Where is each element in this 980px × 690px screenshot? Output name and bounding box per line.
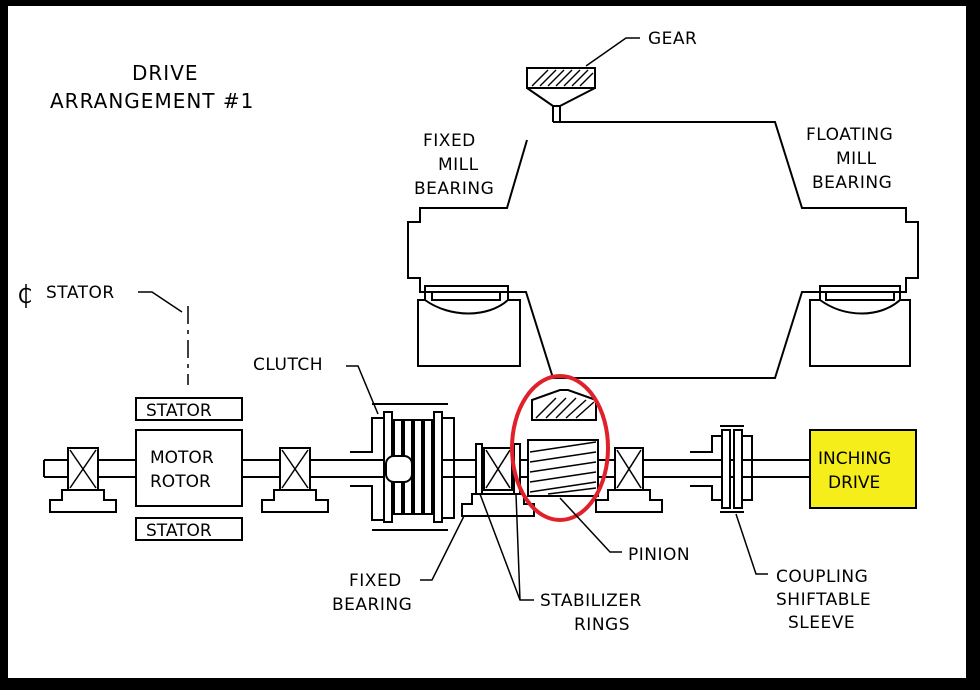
fixed-mill-bearing	[417, 285, 521, 367]
bearing-4	[595, 447, 663, 513]
gear-top	[526, 67, 596, 107]
fixed-bearing-leader	[420, 515, 465, 581]
stator-top-label: STATOR	[146, 401, 212, 421]
bearing-1	[49, 447, 117, 513]
stabilizer-label-2: RINGS	[574, 615, 630, 635]
coupling-label-3: SLEEVE	[788, 613, 855, 633]
inching-drive-box	[809, 429, 917, 509]
gear-label: GEAR	[648, 29, 697, 49]
motor-rotor	[135, 429, 243, 507]
cl-stator-label: STATOR	[46, 283, 115, 303]
bearing-2	[261, 447, 329, 513]
coupling-leader	[735, 513, 768, 575]
fixed-mill-label-1: FIXED	[423, 131, 476, 151]
title-line-2: ARRANGEMENT #1	[50, 89, 254, 113]
pinion-label: PINION	[628, 545, 690, 565]
floating-mill-label-2: MILL	[836, 149, 877, 169]
clutch-leader	[346, 365, 379, 415]
mill-shell	[407, 106, 919, 379]
motor-rotor-label-1: MOTOR	[150, 448, 214, 468]
fixed-bearing-label-1: FIXED	[349, 571, 402, 591]
coupling	[690, 425, 753, 513]
clutch	[350, 403, 455, 531]
inching-drive-label-1: INCHING	[818, 449, 891, 469]
clutch-label: CLUTCH	[253, 355, 323, 375]
stator-bottom-label: STATOR	[146, 521, 212, 541]
stator-top	[135, 397, 243, 421]
stator-bottom	[135, 517, 243, 541]
cl-stator-leader	[138, 291, 183, 313]
pinion	[527, 389, 599, 497]
title-line-1: DRIVE	[132, 61, 199, 85]
gear-leader	[585, 37, 640, 67]
fixed-bearing-label-2: BEARING	[332, 595, 412, 615]
motor-rotor-label-2: ROTOR	[150, 472, 211, 492]
fixed-mill-label-2: MILL	[438, 155, 479, 175]
diagram-panel	[8, 6, 966, 678]
floating-mill-bearing	[809, 285, 911, 367]
coupling-label-1: COUPLING	[776, 567, 868, 587]
centerline-symbol: C	[18, 284, 33, 308]
stabilizer-leader-1	[479, 493, 534, 601]
centerline-c: C	[18, 284, 33, 308]
inching-drive-label-2: DRIVE	[828, 473, 880, 493]
fixed-mill-label-3: BEARING	[414, 179, 494, 199]
coupling-label-2: SHIFTABLE	[776, 590, 871, 610]
stabilizer-label-1: STABILIZER	[540, 591, 642, 611]
pinion-highlight-circle	[510, 374, 610, 522]
pinion-leader	[559, 497, 622, 553]
fixed-bearing	[461, 443, 535, 517]
stabilizer-leader-2	[515, 493, 521, 601]
floating-mill-label-3: BEARING	[812, 173, 892, 193]
floating-mill-label-1: FLOATING	[806, 125, 893, 145]
